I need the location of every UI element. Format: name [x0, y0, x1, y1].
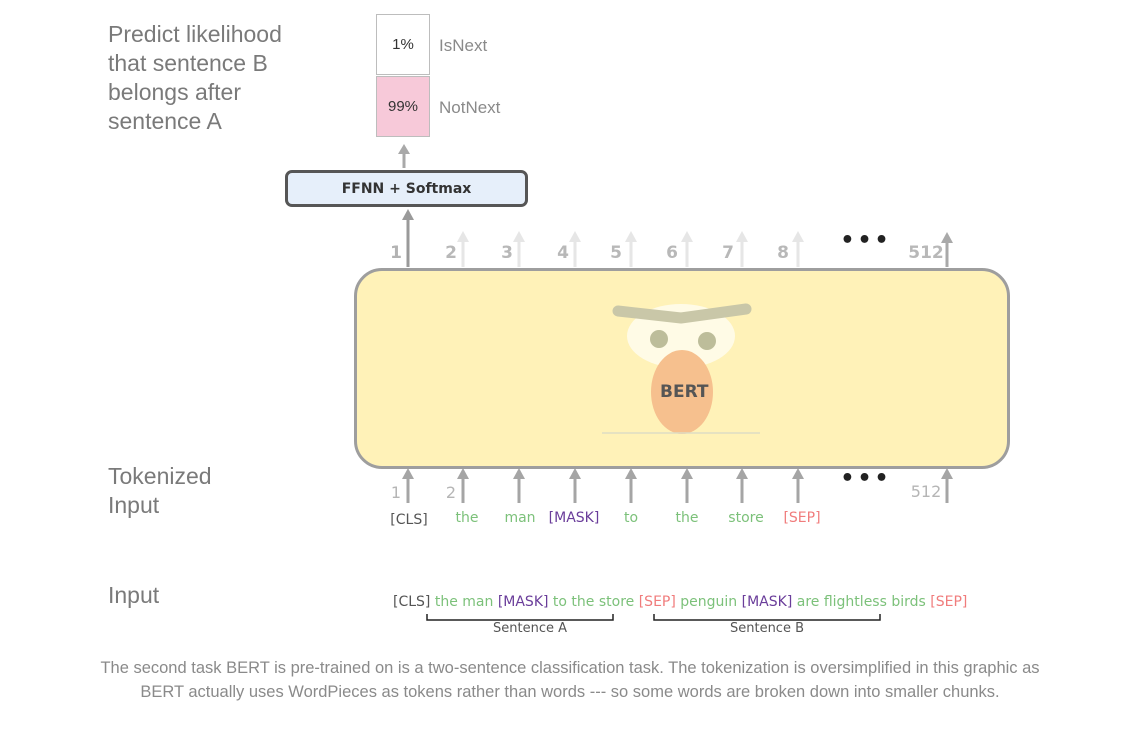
bert-label: BERT [660, 382, 709, 402]
output-position-3: 3 [501, 243, 513, 263]
ffnn-softmax-box: FFNN + Softmax [285, 170, 528, 207]
output-position-2: 2 [445, 243, 457, 263]
input-sentence-a-part-2: to the store [552, 594, 639, 610]
faded-output-arrows [457, 231, 804, 267]
input-arrows [402, 468, 953, 503]
tokenized-input-label: Tokenized Input [108, 463, 212, 518]
predict-label: Predict likelihood that sentence B belon… [108, 21, 282, 134]
input-position-1: 1 [390, 483, 402, 502]
output-position-7: 7 [722, 243, 734, 263]
input-sequence: [CLS] the man [MASK] to the store [SEP] … [393, 594, 967, 610]
input-mask-2: [MASK] [741, 594, 797, 610]
input-sentence-b-part-1: penguin [680, 594, 742, 610]
input-sep-1: [SEP] [638, 594, 681, 610]
nose-shape [651, 350, 713, 434]
token-store: store [728, 510, 764, 526]
output-position-8: 8 [777, 243, 789, 263]
left-eye-icon [650, 330, 668, 348]
cls-output-arrow [402, 209, 414, 267]
notnext-probability-cell: 99% [376, 76, 430, 137]
output-position-4: 4 [557, 243, 569, 263]
output-position-1: 1 [390, 243, 402, 263]
input-sentence-b-part-2: are flightless birds [796, 594, 931, 610]
sentence-a-label: Sentence A [493, 621, 567, 636]
output-position-5: 5 [610, 243, 622, 263]
bert-face-illustration [602, 303, 760, 434]
ffnn-softmax-label: FFNN + Softmax [341, 180, 472, 197]
input-position-512: 512 [910, 482, 942, 501]
eyebrow-icon [612, 303, 752, 324]
figure-caption: The second task BERT is pre-trained on i… [100, 659, 1040, 701]
notnext-probability-value: 99% [387, 98, 419, 115]
sentence-b-bracket [653, 614, 881, 621]
token-sep: [SEP] [783, 510, 821, 526]
token-the-2: the [675, 510, 699, 526]
last-output-arrow [941, 232, 953, 267]
input-sentence-a-part-1: the man [434, 594, 498, 610]
token-cls: [CLS] [390, 512, 428, 528]
right-eye-icon [698, 332, 716, 350]
input-position-2: 2 [445, 483, 457, 502]
input-mask-1: [MASK] [497, 594, 553, 610]
token-the: the [455, 510, 479, 526]
notnext-label: NotNext [439, 98, 501, 117]
input-cls: [CLS] [393, 594, 435, 610]
token-mask: [MASK] [548, 510, 600, 526]
isnext-probability-value: 1% [392, 36, 414, 53]
input-sep-2: [SEP] [930, 594, 968, 610]
output-ellipsis: ••• [840, 228, 892, 253]
input-label: Input [108, 582, 160, 608]
output-position-6: 6 [666, 243, 678, 263]
sentence-a-bracket [426, 614, 614, 621]
token-man: man [504, 510, 536, 526]
token-to: to [623, 510, 639, 526]
input-ellipsis: ••• [840, 466, 892, 491]
output-position-512: 512 [908, 243, 944, 263]
sentence-b-label: Sentence B [729, 621, 805, 636]
isnext-probability-cell: 1% [376, 14, 430, 75]
ffnn-output-arrow [398, 144, 410, 168]
isnext-label: IsNext [439, 36, 488, 55]
